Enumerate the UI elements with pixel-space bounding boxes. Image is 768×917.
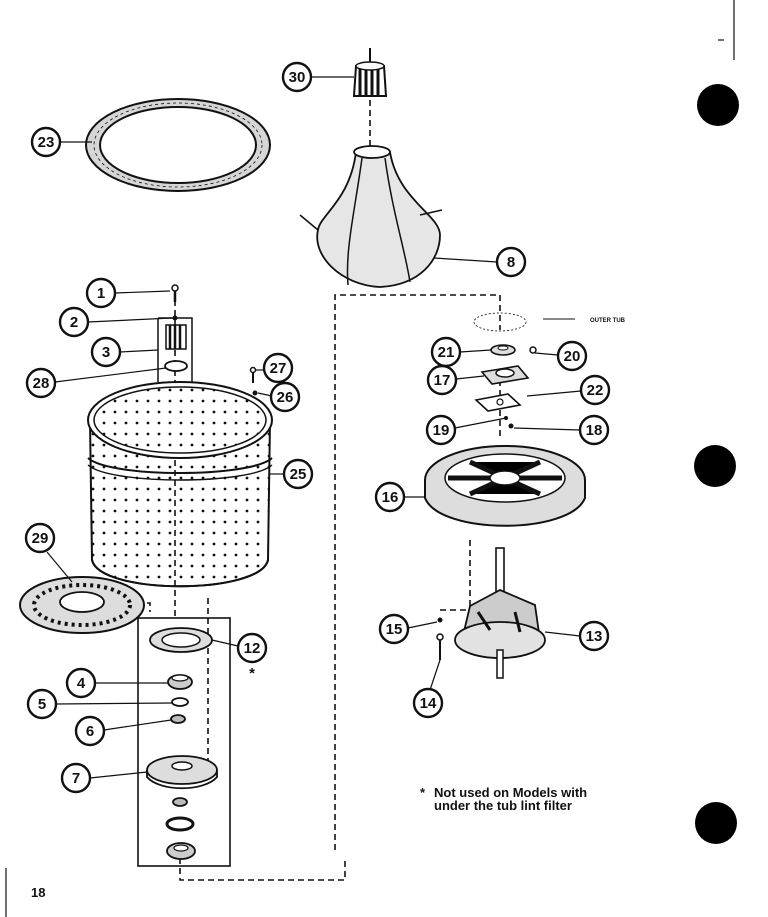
outer-tub-label: OUTER TUB [590,318,626,324]
part-16-pulley [424,445,586,527]
part-8-agitator [299,145,443,288]
callout-6: 6 [86,723,94,740]
callout-27: 27 [270,360,287,377]
part-30-nut [352,48,388,97]
callout-numbers: 23 30 8 1 2 3 28 27 26 25 29 12 4 5 6 7 … [32,69,604,787]
footnote-star: * [420,785,426,800]
callout-7: 7 [72,770,80,787]
callout-26: 26 [277,389,294,406]
callout-17: 17 [434,372,451,389]
callout-3: 3 [102,344,110,361]
callout-30: 30 [289,69,306,86]
part-1-2-3-28-cap-assembly [157,284,193,382]
part-23-ring [85,98,271,192]
part-26-27-fasteners [249,366,258,396]
callout-18: 18 [586,422,603,439]
callout-29: 29 [32,530,49,547]
asterisk-12: * [249,665,255,682]
callout-bubbles [24,61,611,794]
leader-lines [46,76,582,779]
callout-19: 19 [433,422,450,439]
page-number: 18 [31,885,46,900]
callout-1: 1 [97,285,105,302]
callout-25: 25 [290,466,307,483]
footnote-line-2: under the tub lint filter [434,798,572,813]
callout-21: 21 [438,344,455,361]
callout-5: 5 [38,696,46,713]
scan-edge-marks [5,0,735,917]
callout-4: 4 [77,675,86,692]
right-small-parts [473,312,575,429]
part-14-15-bolts [436,617,444,660]
binder-hole-bottom [695,802,737,844]
callout-20: 20 [564,348,581,365]
lower-stack-parts [146,627,218,860]
footnote: * Not used on Models with under the tub … [420,786,640,812]
footnote-line-1: Not used on Models with [434,785,588,800]
callout-8: 8 [507,254,515,271]
part-29-hub [19,576,145,634]
callout-15: 15 [386,621,403,638]
callout-12: 12 [244,640,261,657]
callout-14: 14 [420,695,437,712]
callout-13: 13 [586,628,603,645]
callout-28: 28 [33,375,50,392]
part-25-basket [87,381,273,588]
binder-hole-middle [694,445,736,487]
parts-bracket-box [137,617,231,867]
part-13-transmission [454,547,546,679]
callout-22: 22 [587,382,604,399]
callout-23: 23 [38,134,55,151]
callout-2: 2 [70,314,78,331]
binder-hole-top [697,84,739,126]
callout-16: 16 [382,489,399,506]
